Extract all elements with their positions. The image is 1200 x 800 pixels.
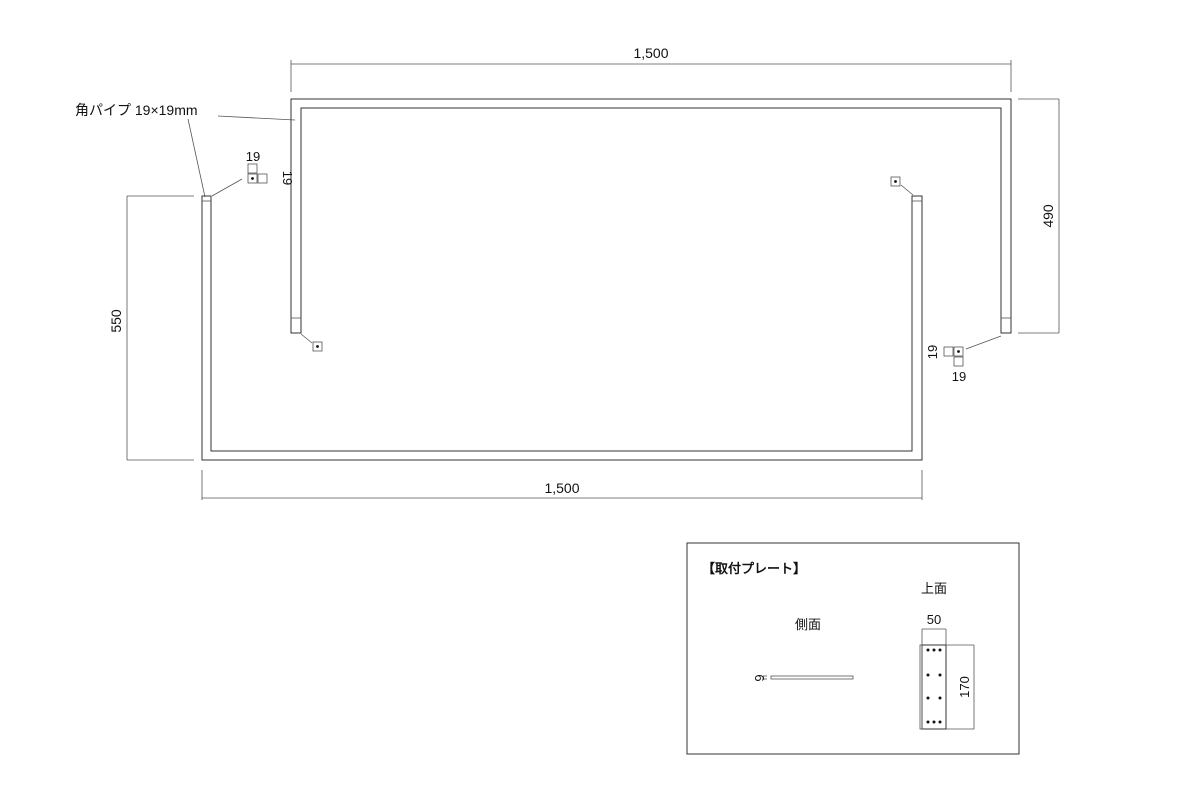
top-width-label: 1,500 xyxy=(633,45,668,61)
plate-thickness-label: 6 xyxy=(752,674,767,681)
right-section-detail: 19 19 xyxy=(925,335,1002,384)
bolt-hole xyxy=(926,673,930,677)
plate-length-label: 170 xyxy=(957,676,972,698)
right-height-label: 490 xyxy=(1040,204,1056,228)
plate-top-view: 50 170 xyxy=(919,612,975,730)
right-height-dimension: 490 xyxy=(1018,98,1060,334)
left-section-height: 19 xyxy=(280,171,295,185)
side-view-label: 側面 xyxy=(795,617,821,632)
left-section-detail: 19 19 xyxy=(211,149,295,197)
left-height-label: 550 xyxy=(108,309,124,333)
left-height-dimension: 550 xyxy=(108,195,194,461)
top-width-dimension: 1,500 xyxy=(290,45,1012,92)
bottom-width-dimension: 1,500 xyxy=(201,470,923,500)
mounting-plate-box: 【取付プレート】 側面 上面 6 50 170 xyxy=(686,542,1020,755)
bolt-hole xyxy=(938,673,942,677)
right-section-width: 19 xyxy=(952,369,966,384)
plate-bolt-holes xyxy=(926,648,942,724)
bolt-hole xyxy=(926,696,930,700)
plate-title: 【取付プレート】 xyxy=(702,561,806,577)
bolt-hole xyxy=(932,648,936,652)
pipe-label: 角パイプ 19×19mm xyxy=(75,102,198,118)
bolt-hole xyxy=(932,720,936,724)
bolt-hole xyxy=(938,696,942,700)
plate-width-label: 50 xyxy=(927,612,941,627)
bolt-hole xyxy=(926,648,930,652)
pipe-annotation: 角パイプ 19×19mm xyxy=(75,102,296,198)
upper-frame xyxy=(290,98,1012,334)
end-marks xyxy=(300,176,914,352)
bolt-hole xyxy=(938,720,942,724)
lower-frame xyxy=(201,195,923,461)
bottom-width-label: 1,500 xyxy=(544,480,579,496)
right-section-height: 19 xyxy=(925,345,940,359)
bolt-hole xyxy=(926,720,930,724)
top-view-label: 上面 xyxy=(921,581,947,596)
left-section-width: 19 xyxy=(246,149,260,164)
plate-side-view: 6 xyxy=(752,674,854,682)
bolt-hole xyxy=(938,648,942,652)
